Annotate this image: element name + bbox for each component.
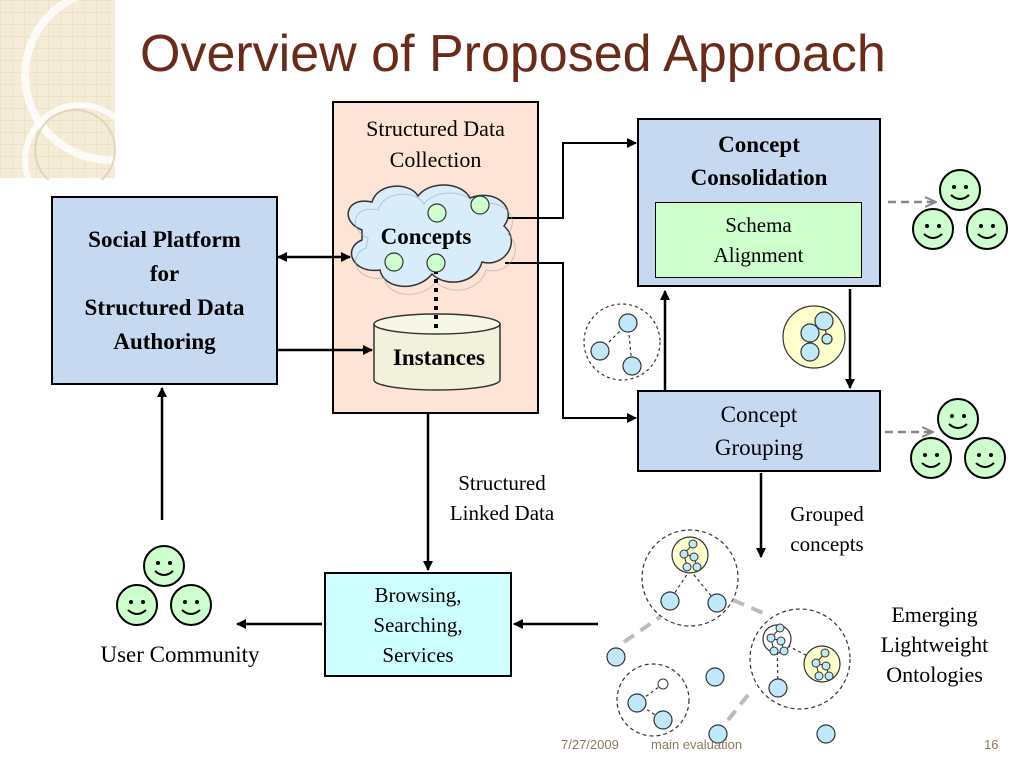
user-smiley-icon (939, 169, 981, 211)
user-smiley-icon (964, 437, 1006, 479)
user-community-label: User Community (100, 642, 260, 667)
concept-node (427, 203, 447, 223)
browsing-line3: Services (382, 642, 454, 667)
concept-node (606, 647, 626, 667)
footer-page: 16 (984, 737, 999, 752)
concept-node (816, 724, 836, 744)
concept-node (705, 667, 725, 687)
arrow-concepts-grouping (505, 262, 637, 423)
corner-decoration (0, 0, 120, 180)
browsing-box: Browsing, Searching, Services (324, 572, 512, 677)
user-smiley-icon (910, 437, 952, 479)
concept-cluster (782, 305, 846, 369)
sub-cluster (803, 645, 841, 683)
ontology-cluster (749, 608, 851, 710)
concept-node (708, 724, 728, 744)
footer-date: 7/27/2009 (561, 737, 619, 752)
user-smiley-icon (966, 208, 1008, 250)
browsing-line1: Browsing, (374, 582, 462, 607)
user-smiley-icon (116, 584, 158, 626)
instances-label: Instances (392, 345, 485, 370)
social-platform-line2: for (149, 260, 180, 286)
concept-node (470, 195, 490, 215)
social-platform-line1: Social Platform (88, 226, 241, 252)
browsing-line2: Searching, (373, 612, 463, 637)
sld-line1: Structured (458, 471, 546, 495)
schema-line2: Alignment (713, 243, 804, 267)
sld-line2: Linked Data (449, 501, 555, 525)
ontology-cluster (641, 529, 739, 627)
concepts-label: Concepts (380, 224, 472, 249)
consolidation-line2: Consolidation (690, 165, 828, 190)
schema-alignment-box: Schema Alignment (655, 202, 862, 278)
arrow-concepts-consolidation (508, 138, 637, 219)
schema-line1: Schema (725, 213, 792, 237)
emerging-ontologies-label: Emerging Lightweight Ontologies (862, 600, 1007, 690)
user-smiley-icon (143, 545, 185, 587)
concept-cluster (583, 303, 661, 381)
social-platform-box: Social Platform for Structured Data Auth… (51, 196, 278, 385)
gc-line1: Grouped (790, 502, 864, 526)
user-smiley-icon (937, 398, 979, 440)
user-smiley-icon (912, 208, 954, 250)
ontology-cluster (616, 663, 690, 737)
consolidation-line1: Concept (718, 132, 800, 157)
grouping-box: Concept Grouping (637, 390, 881, 472)
social-platform-line4: Authoring (113, 328, 216, 354)
grouping-line2: Grouping (714, 435, 804, 460)
grouped-concepts-label: Grouped concepts (772, 499, 882, 559)
eo-line1: Emerging (891, 602, 978, 627)
footer-section: main evaluation (651, 737, 743, 752)
eo-line2: Lightweight (880, 632, 989, 657)
grouping-line1: Concept (720, 402, 798, 427)
sub-cluster (762, 623, 792, 656)
social-platform-line3: Structured Data (84, 294, 245, 320)
slide-title: Overview of Proposed Approach (140, 25, 886, 83)
eo-line3: Ontologies (886, 662, 983, 687)
concept-node (426, 253, 446, 273)
concept-node (384, 252, 404, 272)
gc-line2: concepts (790, 532, 864, 556)
user-smiley-icon (170, 584, 212, 626)
sub-cluster (671, 536, 709, 574)
structured-linked-data-label: Structured Linked Data (432, 468, 572, 528)
